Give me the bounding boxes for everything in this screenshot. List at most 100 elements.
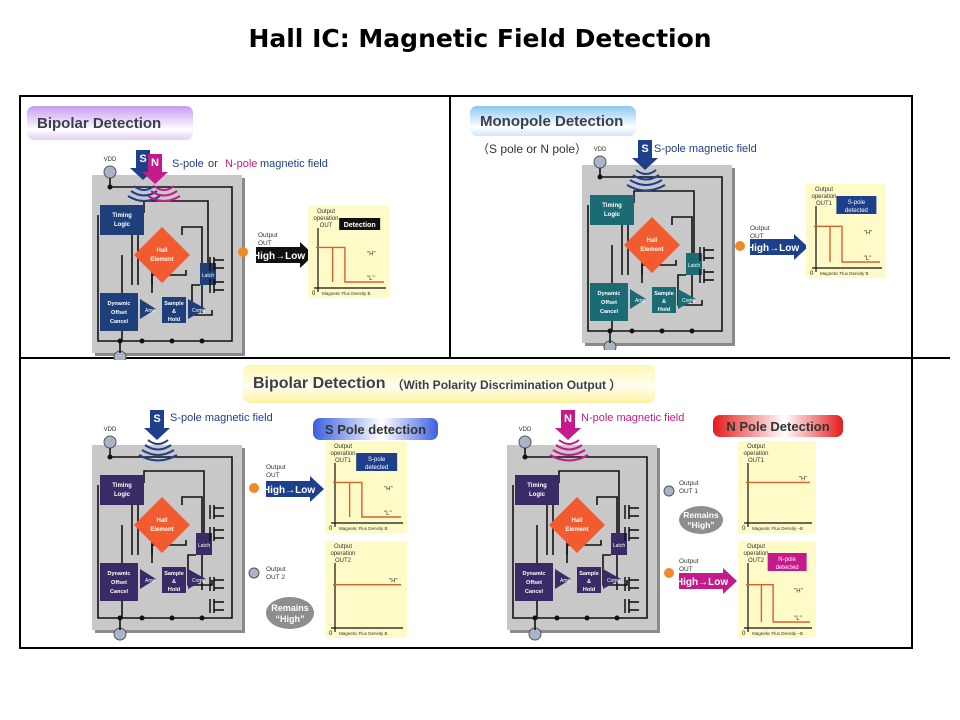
circuit-block: VDDGNDTimingLogicHallElementLatchDynamic… <box>92 157 245 374</box>
graph-xlabel: Magnetic Flux Density B <box>339 631 388 636</box>
graph-xlabel: Magnetic Flux Density –B <box>752 631 803 636</box>
horizontal-divider <box>19 357 950 359</box>
amp-label: Amp <box>560 578 571 584</box>
output2-terminal <box>248 567 260 579</box>
comp-block <box>603 569 621 589</box>
callout-label: detected <box>776 565 799 571</box>
pole-letter: S <box>153 413 160 425</box>
graph-origin: 0 <box>329 631 333 637</box>
wave-arc <box>635 169 657 175</box>
graph-origin: 0 <box>810 271 814 277</box>
output-label: Output <box>750 225 770 232</box>
diagram-svg: VDDGNDTimingLogicHallElementLatchDynamic… <box>92 410 407 651</box>
junction-dot <box>117 338 123 344</box>
graph-ylabel: operation <box>330 551 355 557</box>
field-waves-icon <box>138 439 178 462</box>
hall-element-label: Hall <box>571 518 582 524</box>
amp-label: Amp <box>145 578 156 584</box>
graph-h-label: "H" <box>367 251 376 257</box>
hall-element-label: Hall <box>156 518 167 524</box>
doc-label: Offset <box>526 580 542 586</box>
dynamic-offset-cancel-block <box>100 563 138 601</box>
field-label-s: S-pole <box>172 158 204 170</box>
graph-background <box>325 541 407 638</box>
timing-logic-block <box>590 195 634 225</box>
junction-dot <box>614 615 620 621</box>
amp-block <box>140 569 156 589</box>
output-label: Output <box>266 566 286 573</box>
callout-label: S-pole <box>848 200 866 206</box>
latch-label: Latch <box>613 543 625 549</box>
doc-label: Cancel <box>110 589 129 595</box>
diagram-svg: VDDGNDTimingLogicHallElementLatchDynamic… <box>507 410 816 651</box>
graph-xlabel: Magnetic Flux Density B <box>322 291 371 296</box>
latch-label: Latch <box>198 543 210 549</box>
graph-origin: 0 <box>742 526 746 532</box>
latch-label: Latch <box>202 273 214 279</box>
sample-hold-label: Hold <box>168 587 180 593</box>
junction-dot <box>169 338 175 344</box>
timing-logic-label: Logic <box>604 212 621 218</box>
graph-background <box>738 441 816 533</box>
graph-ylabel: Output <box>317 209 335 215</box>
amp-label: Amp <box>145 308 156 314</box>
doc-label: Dynamic <box>523 571 546 577</box>
junction-dot <box>689 328 695 334</box>
sample-hold-block <box>652 287 676 313</box>
polarity-heading: Bipolar Detection （With Polarity Discrim… <box>243 365 655 403</box>
wave-arc <box>629 179 663 186</box>
sample-hold-label: & <box>172 579 176 585</box>
timing-logic-label: Timing <box>112 213 132 219</box>
wave-arc <box>626 184 666 192</box>
output1-terminal <box>663 485 675 497</box>
graph-ylabel: OUT1 <box>748 458 765 464</box>
diagram-svg: VDDGNDTimingLogicHallElementLatchDynamic… <box>92 150 390 374</box>
doc-label: Dynamic <box>108 301 131 307</box>
junction-dot <box>107 454 113 460</box>
remains-high-badge <box>266 597 314 629</box>
latch-block <box>200 263 216 285</box>
wave-arc <box>133 185 155 191</box>
timing-logic-block <box>515 475 559 505</box>
circuit-block: VDDGNDTimingLogicHallElementLatchDynamic… <box>582 147 735 364</box>
junction-dot <box>554 615 560 621</box>
graph-ylabel: Output <box>334 544 352 550</box>
magnet-arrow <box>555 410 581 440</box>
hall-element-label: Element <box>150 527 173 533</box>
hall-element-label: Hall <box>646 238 657 244</box>
output-label: OUT 2 <box>266 574 285 581</box>
field-label-or: or <box>208 158 218 170</box>
output-label: OUT <box>266 472 280 479</box>
junction-dot <box>117 615 123 621</box>
output-label: Output <box>266 464 286 471</box>
output-trace <box>814 225 880 263</box>
dynamic-offset-cancel-block <box>100 293 138 331</box>
magnet-arrow <box>142 154 168 184</box>
doc-label: Offset <box>111 310 127 316</box>
sample-hold-label: Sample <box>654 291 674 297</box>
callout-box <box>339 218 381 230</box>
junction-dot <box>139 615 145 621</box>
sample-hold-label: & <box>172 309 176 315</box>
bipolar-diagram: VDDGNDTimingLogicHallElementLatchDynamic… <box>80 150 420 374</box>
graph-xlabel: Magnetic Flux Density B <box>339 526 388 531</box>
graph-ylabel: operation <box>330 451 355 457</box>
comp-label: Comp <box>192 578 206 584</box>
wave-arc <box>147 439 169 445</box>
callout-label: detected <box>365 465 388 471</box>
timing-logic-block <box>100 205 144 235</box>
wave-arc <box>549 454 589 462</box>
comp-label: Comp <box>682 298 696 304</box>
hall-element-label: Hall <box>156 248 167 254</box>
wave-arc <box>147 195 181 202</box>
graph-origin: 0 <box>742 631 746 637</box>
high-low-label: High→Low <box>263 485 315 496</box>
junction-dot <box>532 615 538 621</box>
latch-block <box>611 533 627 555</box>
vdd-label: VDD <box>104 157 117 163</box>
sample-hold-label: Sample <box>579 571 599 577</box>
graph-l-label: "L" <box>794 616 802 622</box>
hall-element-label: Element <box>565 527 588 533</box>
